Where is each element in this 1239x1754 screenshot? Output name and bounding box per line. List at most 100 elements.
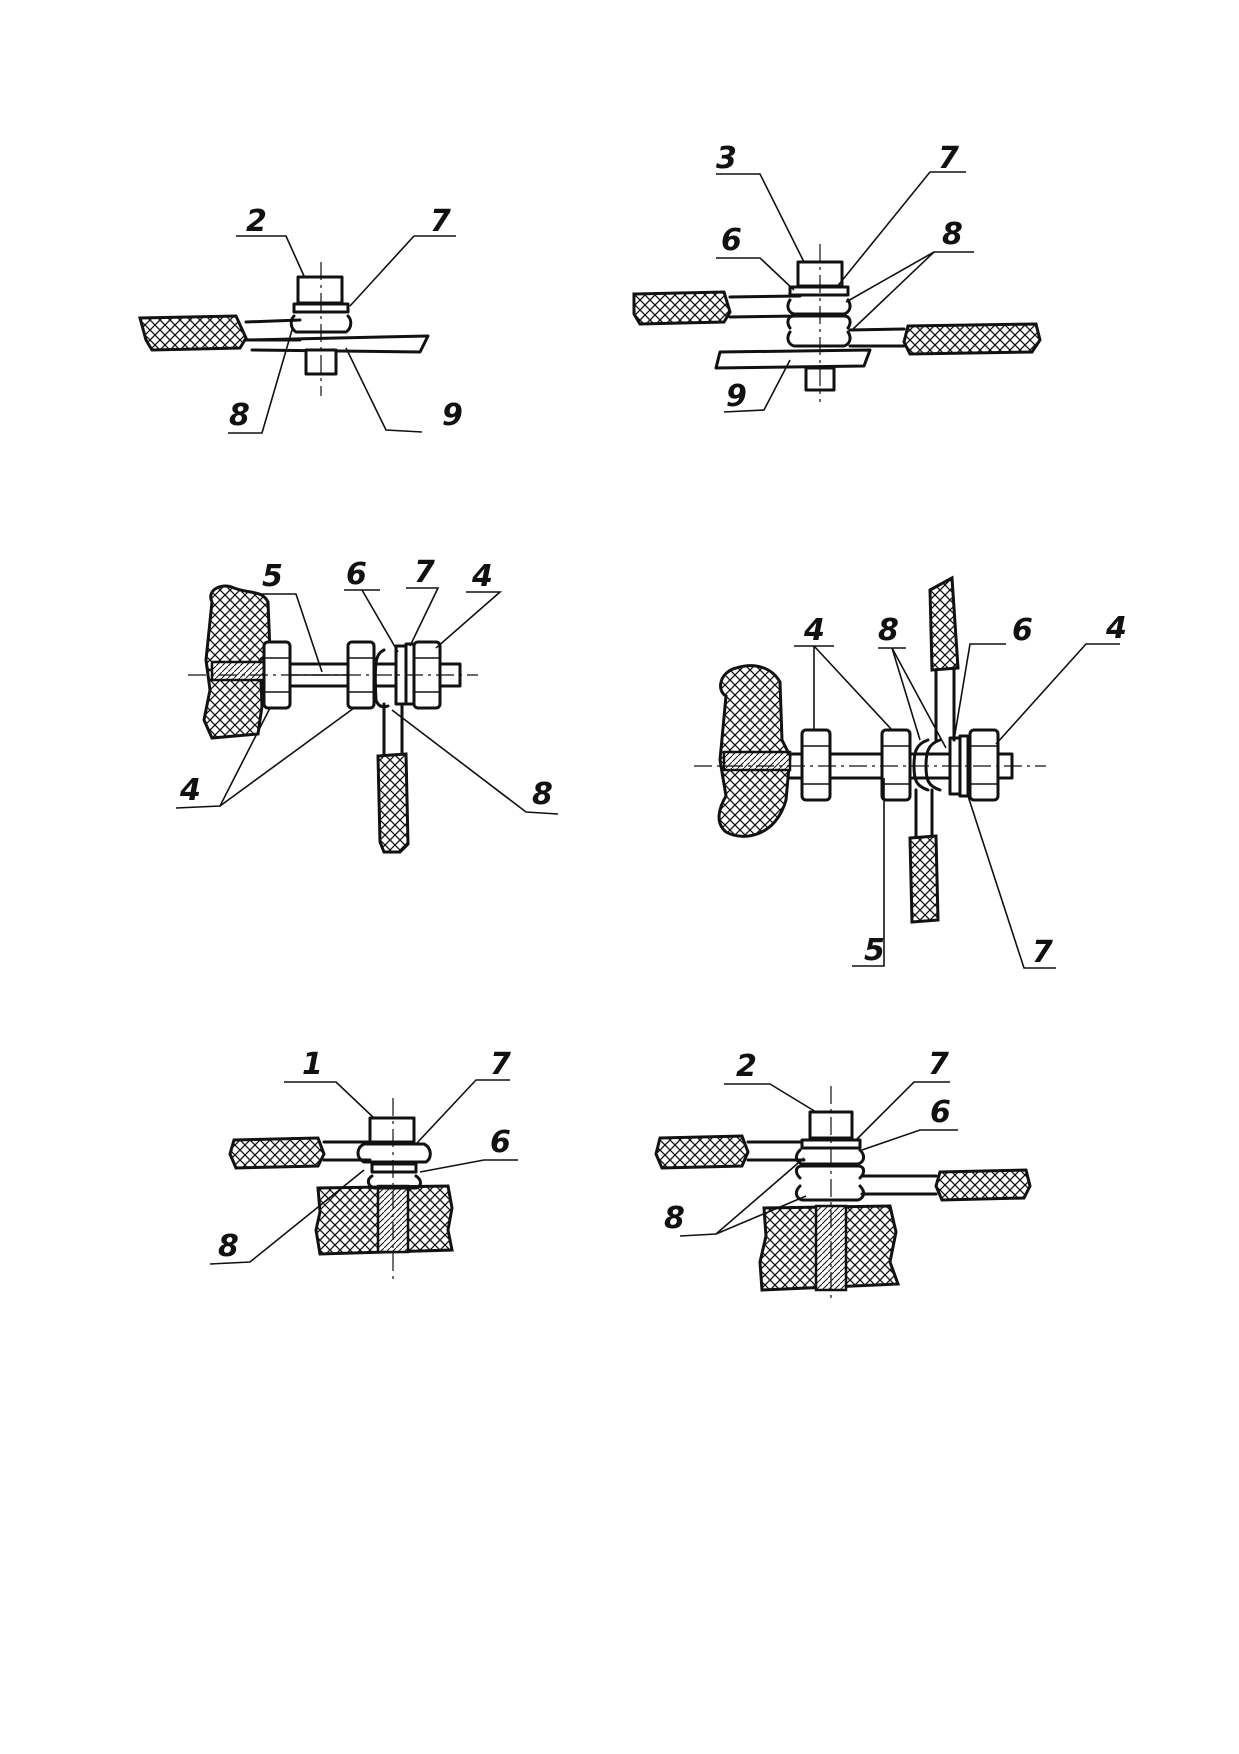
leader-line bbox=[391, 709, 559, 815]
cable-lug bbox=[914, 788, 934, 840]
cable-insulation bbox=[902, 322, 1042, 356]
fig-1: 2 7 8 9 bbox=[138, 204, 463, 434]
leader-line bbox=[995, 643, 1120, 745]
flat-washer bbox=[370, 1162, 418, 1174]
cable-insulation bbox=[928, 575, 960, 672]
fig-5: 1 7 6 8 bbox=[209, 1047, 518, 1280]
cable-insulation bbox=[376, 752, 410, 854]
callout-label: 2 bbox=[246, 204, 267, 239]
leader-line bbox=[415, 1079, 510, 1145]
leader-line bbox=[236, 235, 305, 277]
leader-line bbox=[419, 1159, 518, 1173]
callout-label: 6 bbox=[490, 1125, 511, 1160]
leader-line bbox=[891, 647, 947, 749]
callout-label: 9 bbox=[726, 379, 747, 414]
cable-insulation bbox=[228, 1136, 326, 1170]
leader-line bbox=[254, 593, 323, 673]
callout-label: 5 bbox=[262, 559, 283, 594]
callout-label: 8 bbox=[218, 1229, 239, 1264]
nut bbox=[880, 728, 912, 802]
leader-line bbox=[716, 173, 805, 263]
cable-lug bbox=[934, 666, 956, 742]
cable-lug bbox=[728, 294, 802, 319]
leader-line bbox=[228, 329, 293, 434]
callout-label: 2 bbox=[736, 1049, 757, 1084]
leader-line bbox=[967, 795, 1056, 969]
callout-label: 3 bbox=[716, 141, 737, 176]
callout-label: 7 bbox=[490, 1047, 511, 1082]
nut bbox=[800, 728, 832, 802]
leader-line bbox=[845, 251, 935, 303]
cup-washer bbox=[786, 314, 852, 330]
leader-line bbox=[891, 647, 921, 741]
nut bbox=[968, 728, 1000, 802]
callout-label: 7 bbox=[938, 141, 959, 176]
leader-line bbox=[209, 1169, 365, 1265]
cable-lug bbox=[860, 1174, 938, 1196]
cable-lug bbox=[746, 1140, 806, 1162]
leader-line bbox=[716, 257, 795, 291]
cup-washer bbox=[924, 738, 942, 792]
callout-label: 6 bbox=[346, 557, 367, 592]
callout-label: 4 bbox=[471, 559, 493, 594]
leader-line bbox=[813, 645, 893, 731]
callout-label: 6 bbox=[721, 223, 742, 258]
bolt-head bbox=[796, 260, 844, 288]
callout-label: 7 bbox=[430, 204, 451, 239]
fig-6: 2 7 6 8 bbox=[654, 1047, 1032, 1300]
leader-line bbox=[715, 1195, 807, 1235]
cable-lug bbox=[848, 327, 906, 348]
callout-label: 8 bbox=[878, 613, 899, 648]
cup-washer bbox=[366, 1174, 422, 1190]
callout-label: 4 bbox=[803, 613, 825, 648]
cup-washer bbox=[794, 1164, 866, 1180]
busbar bbox=[714, 348, 872, 370]
callout-label: 8 bbox=[942, 217, 963, 252]
callout-label: 6 bbox=[930, 1095, 951, 1130]
cup-washer bbox=[786, 298, 852, 316]
callout-label: 7 bbox=[928, 1047, 949, 1082]
cup-washer bbox=[794, 1184, 866, 1202]
callout-label: 4 bbox=[179, 773, 201, 808]
leader-line bbox=[855, 1081, 950, 1141]
cable-insulation bbox=[632, 290, 732, 326]
bolt-head bbox=[368, 1116, 416, 1144]
leader-line bbox=[435, 591, 503, 649]
leader-line bbox=[219, 707, 355, 807]
callout-label: 8 bbox=[664, 1201, 685, 1236]
cable-insulation bbox=[908, 834, 940, 924]
leader-line bbox=[851, 251, 935, 331]
cup-washer bbox=[794, 1148, 866, 1166]
callout-label: 7 bbox=[1032, 935, 1053, 970]
callout-label: 6 bbox=[1012, 613, 1033, 648]
cable-insulation bbox=[138, 314, 248, 352]
leader-line bbox=[835, 171, 931, 289]
leader-line bbox=[953, 643, 1006, 741]
callout-label: 7 bbox=[414, 555, 435, 590]
fig-2: 3 7 6 8 9 bbox=[632, 141, 1042, 414]
callout-label: 4 bbox=[1105, 611, 1127, 646]
bushing bbox=[722, 750, 792, 772]
leader-line bbox=[284, 1081, 375, 1119]
leader-line bbox=[724, 1083, 817, 1113]
leader-line bbox=[349, 235, 415, 307]
bolt-head bbox=[296, 275, 344, 305]
callout-label: 9 bbox=[442, 398, 463, 433]
cable-insulation bbox=[654, 1134, 750, 1170]
cable-lug bbox=[382, 702, 404, 756]
callout-label: 8 bbox=[229, 398, 250, 433]
leader-line bbox=[361, 589, 399, 653]
leader-line bbox=[406, 587, 440, 647]
cup-washer bbox=[786, 330, 852, 348]
cable-insulation bbox=[934, 1168, 1032, 1202]
callout-label: 8 bbox=[532, 777, 553, 812]
callout-label: 5 bbox=[864, 933, 885, 968]
leader-line bbox=[861, 1129, 958, 1151]
fig-4: 4 8 6 4 5 7 bbox=[694, 575, 1127, 970]
leader-line bbox=[723, 359, 791, 413]
cup-washer bbox=[373, 648, 390, 709]
leader-line bbox=[345, 347, 423, 433]
cup-washer bbox=[356, 1142, 432, 1164]
callout-label: 1 bbox=[302, 1047, 323, 1082]
